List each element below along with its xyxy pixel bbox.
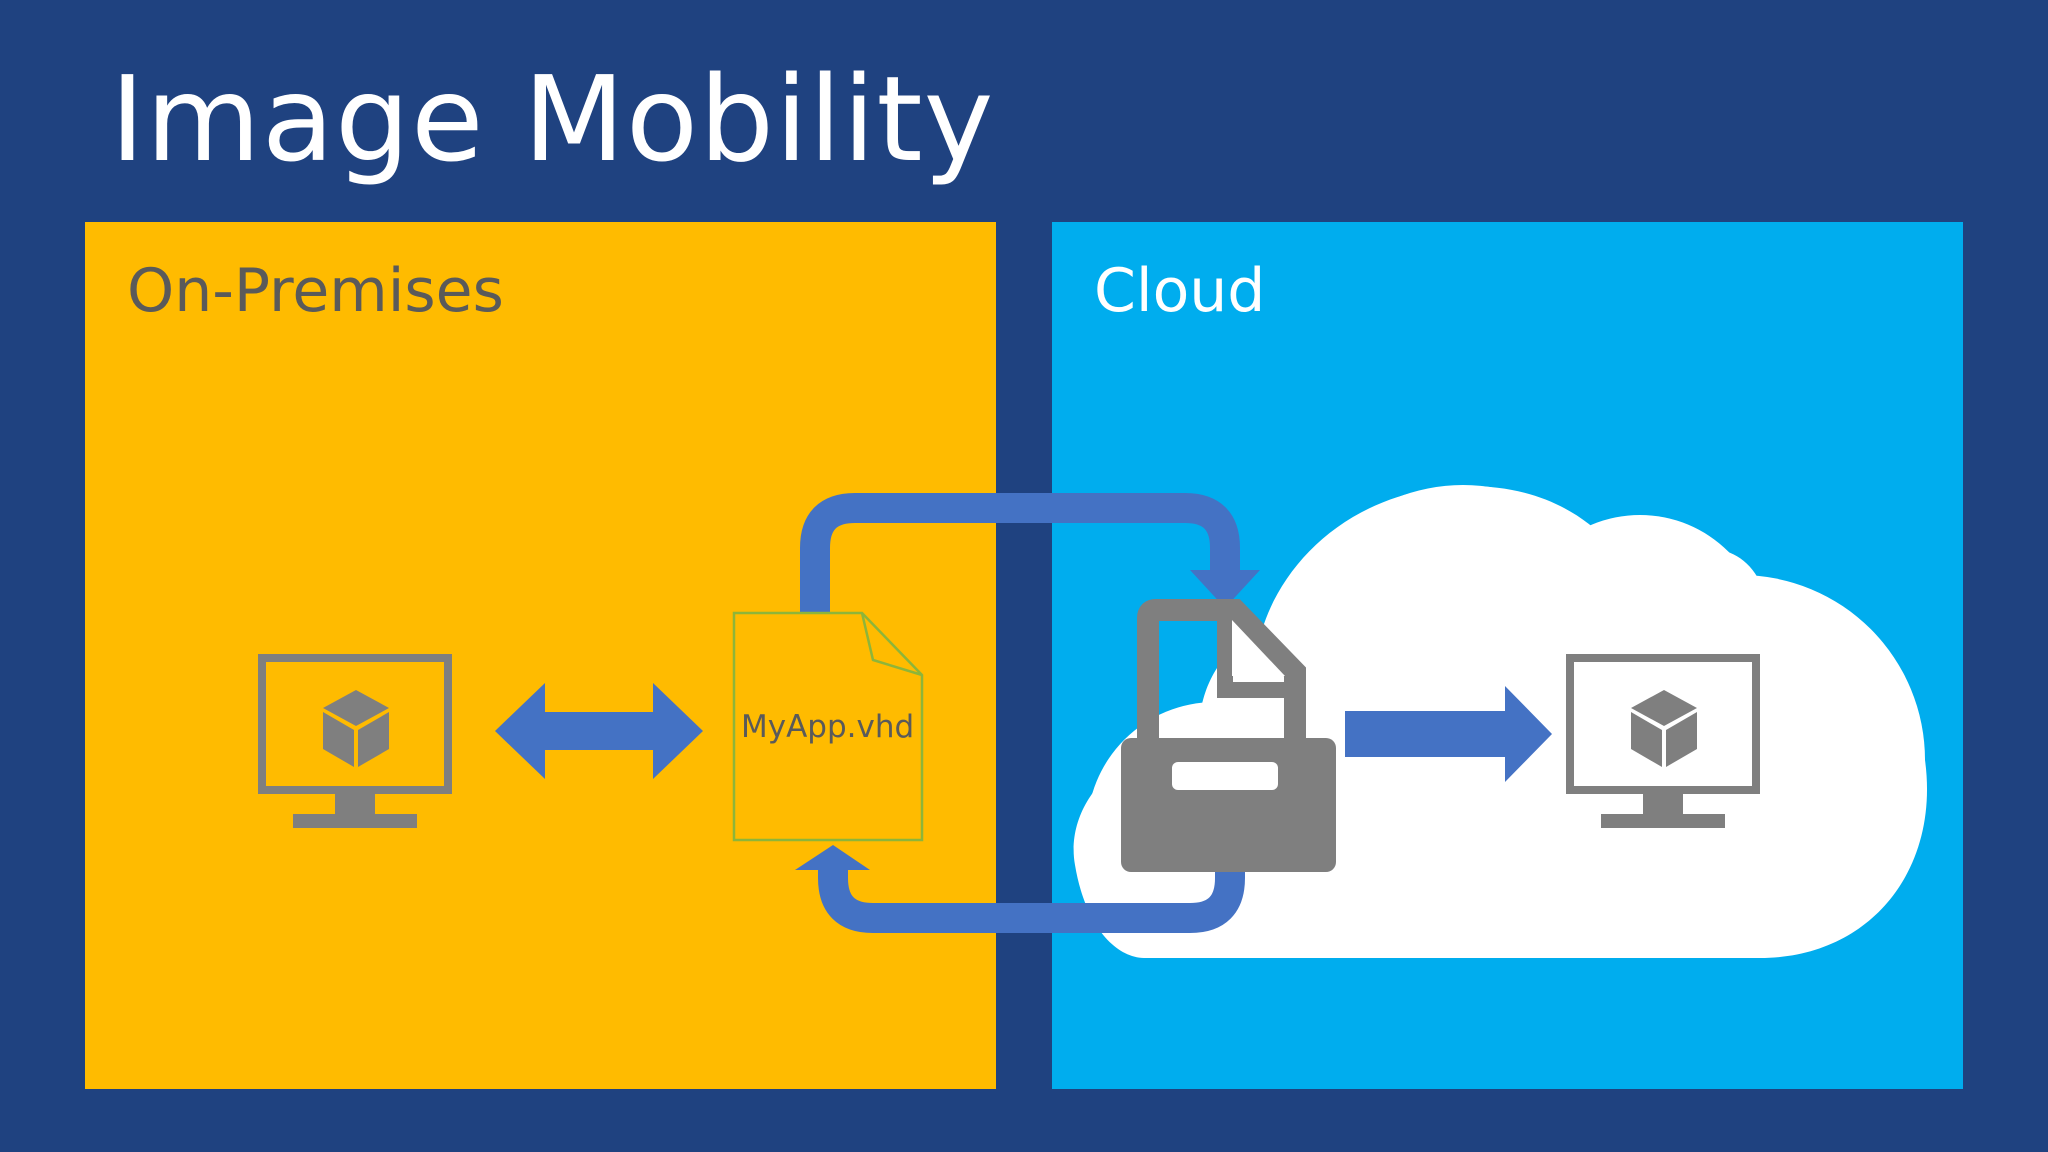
on-premises-panel: On-Premises <box>85 222 996 1089</box>
deploy-arrow-icon <box>1345 686 1552 782</box>
sync-double-arrow-icon <box>495 683 703 779</box>
vhd-file-icon: MyApp.vhd <box>732 611 924 842</box>
on-premises-vm-icon <box>258 654 452 828</box>
download-arrow-icon <box>795 845 1245 933</box>
cloud-label: Cloud <box>1094 256 1266 326</box>
vhd-file-name: MyApp.vhd <box>741 709 914 745</box>
slide-title: Image Mobility <box>110 50 995 188</box>
upload-arrow-icon <box>800 493 1260 612</box>
cloud-vm-icon <box>1566 654 1760 828</box>
storage-lock-icon <box>1121 599 1336 872</box>
on-premises-label: On-Premises <box>127 256 504 326</box>
